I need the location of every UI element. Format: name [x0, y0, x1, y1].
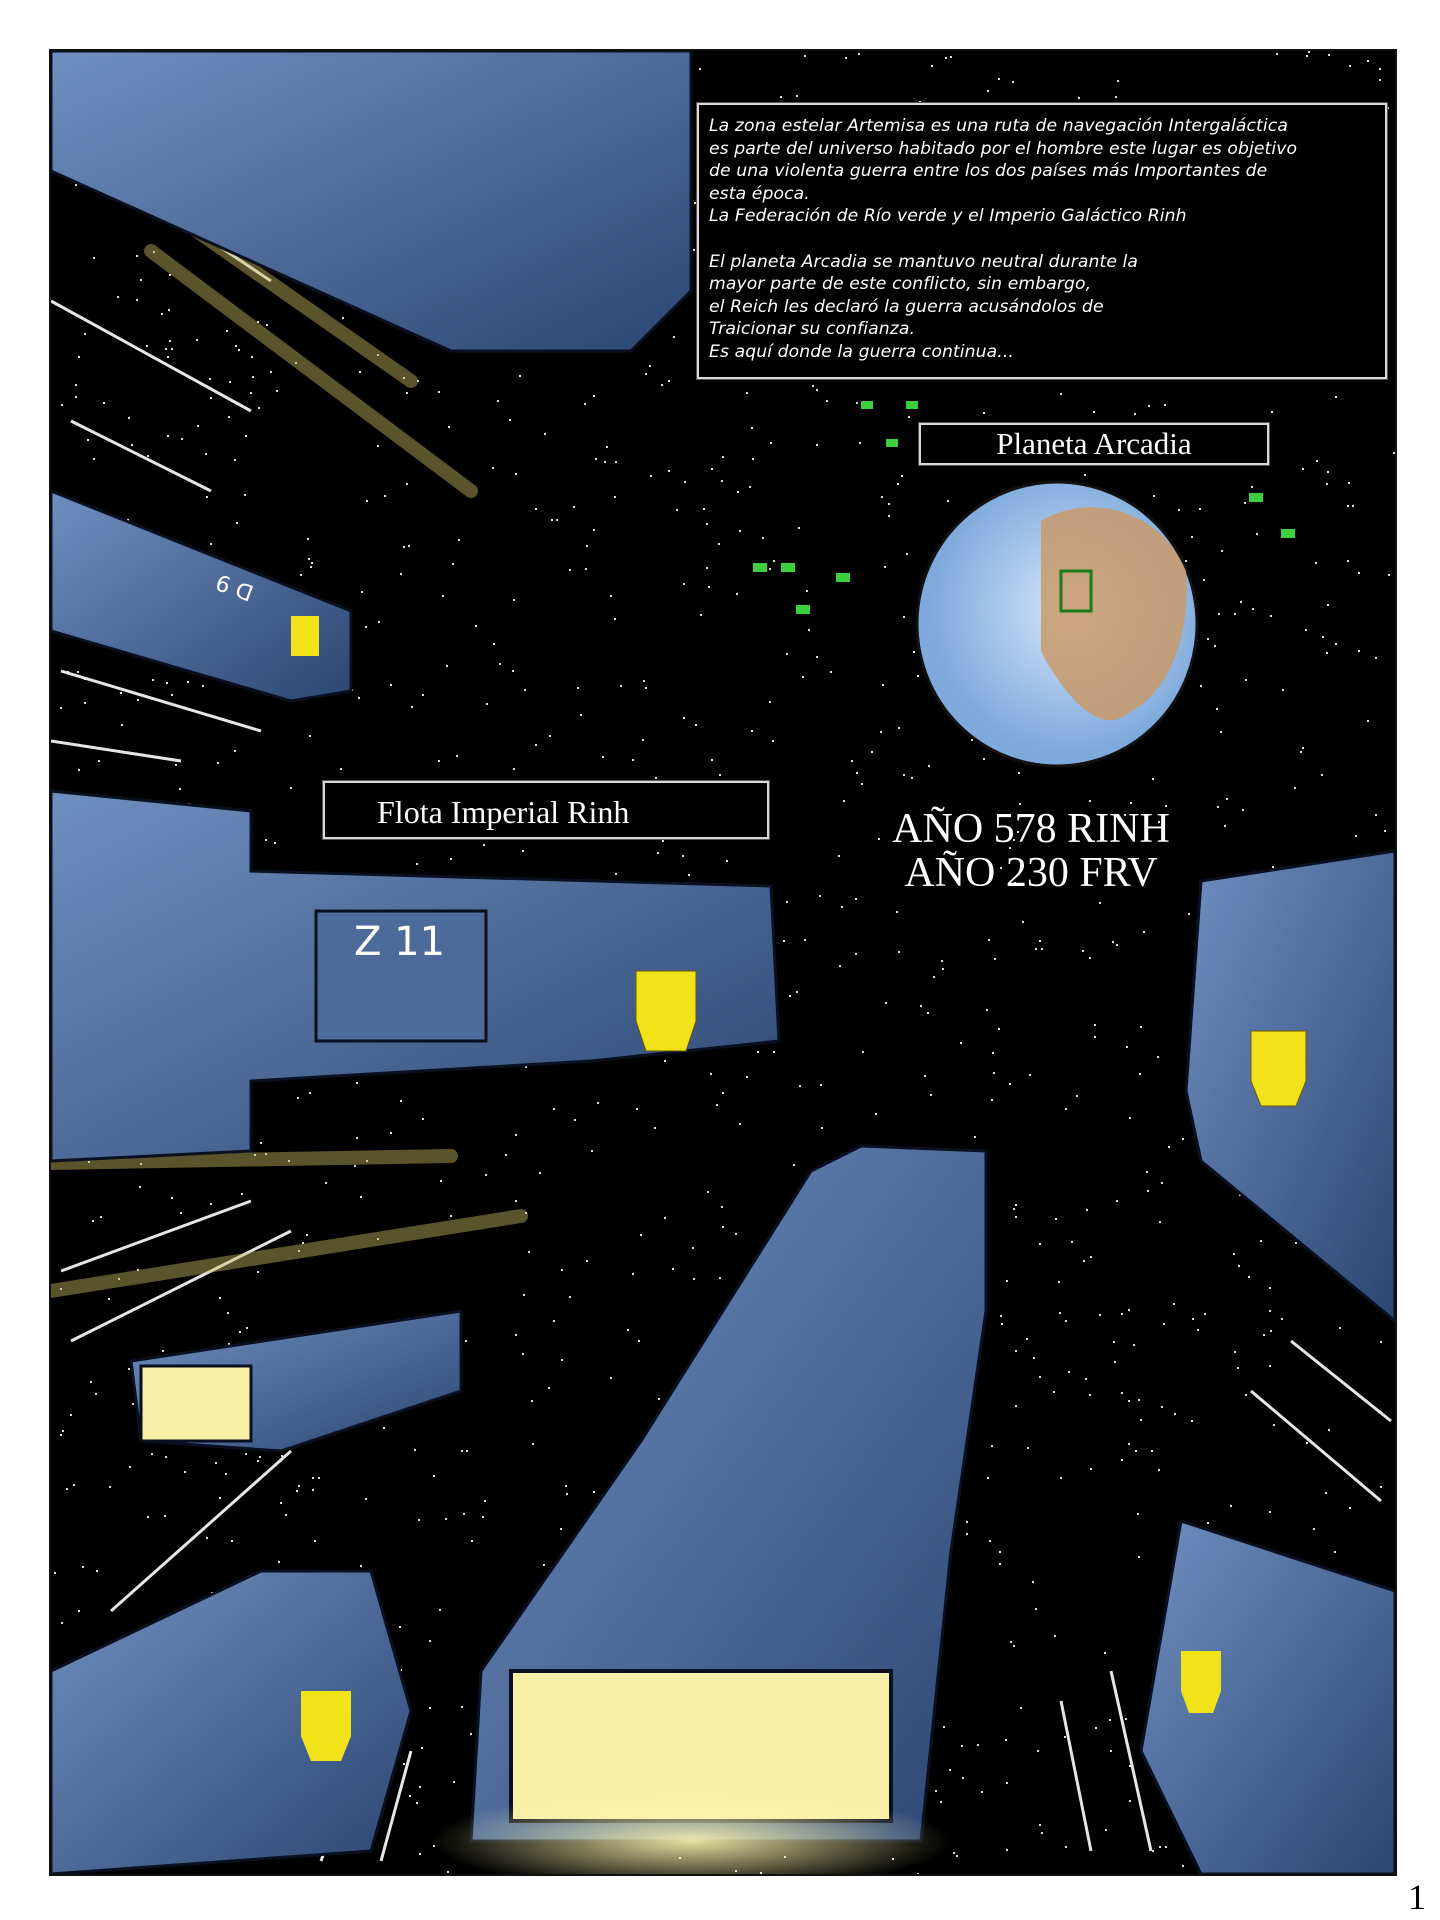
ship-bottom-right	[1139, 1519, 1395, 1874]
eagle-emblem-icon	[301, 1691, 351, 1761]
ship-d9	[51, 489, 353, 703]
space-battle-illustration	[51, 51, 1395, 1874]
caption-line: La zona estelar Artemisa es una ruta de …	[709, 116, 1288, 136]
ship-top-left	[51, 51, 693, 353]
caption-line: Traicionar su confianza.	[709, 319, 916, 340]
caption-line: es parte del universo habitado por el ho…	[709, 138, 1298, 159]
comic-panel: D 9 Z 11 La zona estelar Artemisa es una…	[49, 49, 1397, 1876]
caption-line: esta época.	[709, 183, 810, 204]
eagle-emblem-icon	[291, 616, 319, 656]
planet-arcadia	[915, 480, 1199, 768]
page-number: 1	[1408, 1877, 1426, 1917]
planet-label: Planeta Arcadia	[918, 422, 1270, 466]
year-frv: AÑO 230 FRV	[904, 850, 1158, 896]
eagle-emblem-icon	[1181, 1651, 1221, 1713]
caption-line: La Federación de Río verde y el Imperio …	[709, 206, 1187, 227]
ship-marking-z11: Z 11	[354, 919, 446, 965]
year-rinh: AÑO 578 RINH	[892, 806, 1170, 852]
caption-line: el Reich les declaró la guerra acusándol…	[709, 296, 1104, 317]
year-caption: AÑO 578 RINH AÑO 230 FRV	[831, 807, 1231, 895]
fleet-label: Flota Imperial Rinh	[322, 780, 770, 840]
eagle-emblem-icon	[1250, 1030, 1307, 1107]
caption-line: El planeta Arcadia se mantuvo neutral du…	[709, 251, 1139, 272]
intro-caption-box: La zona estelar Artemisa es una ruta de …	[696, 102, 1388, 380]
caption-line: Es aquí donde la guerra continua...	[709, 341, 1014, 362]
caption-line: de una violenta guerra entre los dos paí…	[709, 161, 1268, 182]
fighter-ships	[753, 401, 1295, 614]
ship-bottom-left	[51, 1569, 413, 1874]
eagle-emblem-icon	[635, 970, 697, 1052]
caption-line: mayor parte de este conflicto, sin embar…	[709, 274, 1092, 295]
